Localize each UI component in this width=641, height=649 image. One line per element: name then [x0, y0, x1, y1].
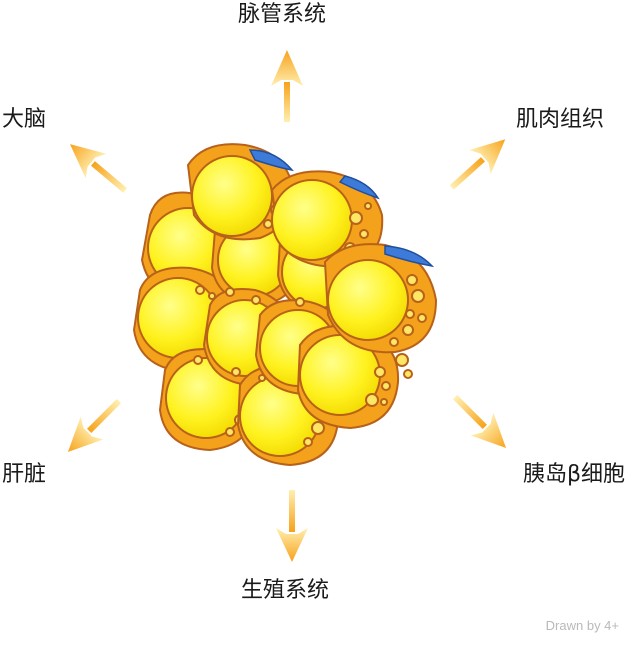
arrow-down-right — [453, 395, 507, 449]
arrows — [67, 50, 507, 562]
label-vascular-system: 脉管系统 — [238, 2, 327, 27]
cell — [186, 143, 294, 241]
label-muscle-tissue: 肌肉组织 — [516, 107, 605, 132]
arrow-up — [271, 50, 303, 122]
label-islet-beta-cells: 胰岛β细胞 — [523, 462, 626, 487]
label-brain: 大脑 — [2, 107, 47, 132]
vesicles — [193, 285, 305, 382]
label-liver: 肝脏 — [2, 462, 47, 487]
arrow-down-left — [67, 399, 121, 453]
blue-cap — [384, 245, 435, 268]
cell-cluster — [132, 143, 438, 467]
label-reproductive-system: 生殖系统 — [241, 578, 330, 603]
cell — [296, 325, 413, 430]
arrow-up-left — [69, 144, 128, 193]
arrow-down — [276, 490, 308, 562]
credit-text: Drawn by 4+ — [545, 618, 619, 633]
arrow-up-right — [449, 139, 506, 190]
blue-cap — [248, 149, 294, 172]
cell — [323, 243, 438, 354]
blue-cap — [338, 175, 380, 200]
cell — [270, 170, 384, 268]
